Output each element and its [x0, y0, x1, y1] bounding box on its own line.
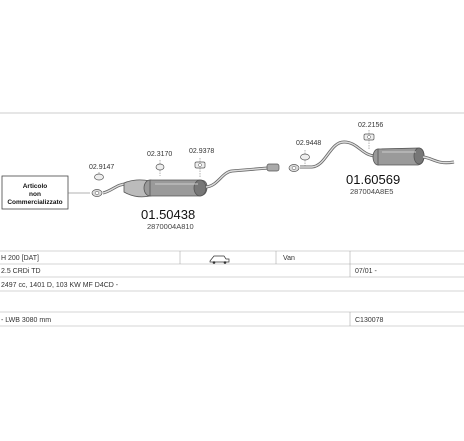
clamp-2-label: 02.3170 [147, 151, 172, 158]
rear-clamp-2-label: 02.2156 [358, 122, 383, 129]
clamp-1-part [94, 173, 104, 181]
vehicle-info-table [0, 250, 464, 327]
clamp-3-label: 02.9378 [189, 148, 214, 155]
rear-part-number: 01.60569 [346, 172, 400, 187]
middle-part-number: 01.50438 [141, 207, 195, 222]
rear-clamp-2-part [363, 133, 375, 141]
specs-cell: 2497 cc, 1401 D, 103 KW MF D4CD - [1, 282, 119, 289]
note-line-2: non [29, 191, 41, 198]
clamp-2-part [155, 163, 165, 171]
model-cell: H 200 [DAT] [1, 255, 39, 262]
engine-cell: 2.5 CRDi TD [1, 268, 41, 275]
rear-inlet-pipe-inner [300, 141, 377, 168]
mid-tail-pipe-inner [205, 167, 269, 188]
rear-oem-code: 287004A8E5 [350, 187, 393, 196]
middle-silencer-part [123, 179, 208, 198]
mid-pipe-end-part [266, 163, 280, 172]
date-cell: 07/01 - [355, 268, 377, 275]
clamp-3-part [194, 161, 206, 169]
clamp-1-label: 02.9147 [89, 164, 114, 171]
ref-code-cell: C130078 [355, 317, 384, 324]
not-available-box [1, 175, 69, 210]
rear-tail-pipe-inner [422, 156, 455, 164]
rear-gasket-part [288, 164, 300, 172]
rear-clamp-1-label: 02.9448 [296, 140, 321, 147]
middle-oem-code: 2870004A810 [147, 222, 194, 231]
wheelbase-cell: - LWB 3080 mm [1, 317, 51, 324]
rear-silencer-part [372, 147, 425, 166]
front-gasket-part [91, 189, 103, 197]
body-type-cell: Van [283, 255, 295, 262]
note-line-1: Articolo [23, 183, 48, 190]
van-icon [209, 255, 230, 264]
rear-clamp-1-part [300, 153, 310, 161]
note-line-3: Commercializzato [7, 199, 62, 206]
